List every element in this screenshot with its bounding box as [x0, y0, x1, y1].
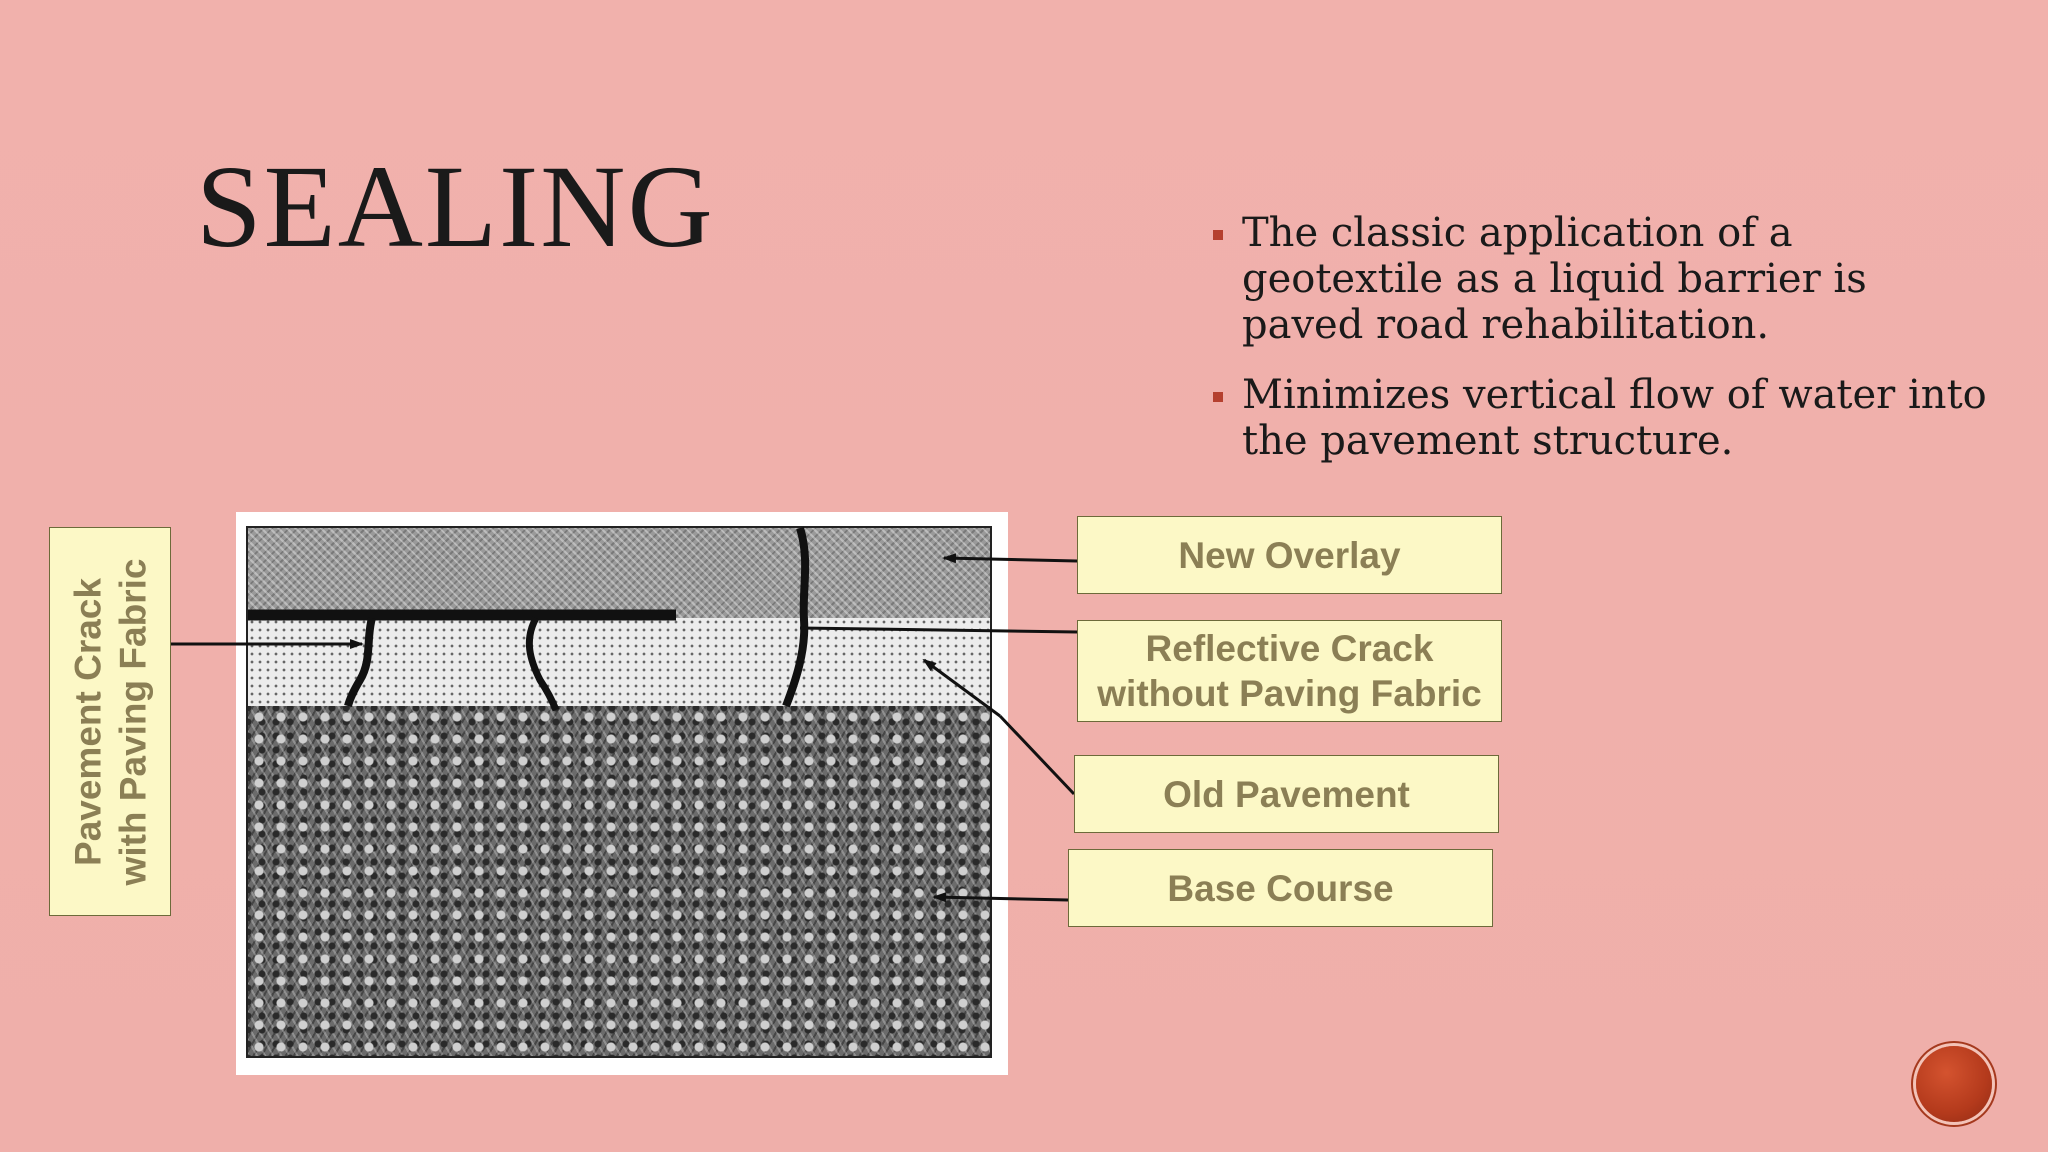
- crack-middle: [525, 616, 560, 712]
- label-text: New Overlay: [1178, 534, 1401, 576]
- crack-reflective: [782, 526, 810, 708]
- square-bullet-icon: [1213, 392, 1223, 402]
- label-text: Reflective Crack without Paving Fabric: [1097, 626, 1481, 716]
- bullet-text: The classic application of a geotextile …: [1242, 210, 1867, 348]
- base-course-layer: [248, 706, 990, 1056]
- label-line: without Paving Fabric: [1097, 673, 1482, 714]
- label-new-overlay: New Overlay: [1077, 516, 1502, 594]
- new-overlay-arrow: [942, 553, 1078, 564]
- base-course-arrow: [932, 892, 1069, 903]
- label-text: Pavement Crack with Paving Fabric: [65, 558, 155, 885]
- label-line: Reflective Crack: [1145, 628, 1434, 669]
- crack-left: [344, 616, 376, 708]
- label-text: Base Course: [1167, 867, 1394, 909]
- bullet-item: The classic application of a geotextile …: [1210, 210, 1990, 348]
- bullet-list: The classic application of a geotextile …: [1210, 210, 1990, 488]
- label-pavement-crack: Pavement Crack with Paving Fabric: [49, 527, 171, 916]
- label-line: with Paving Fabric: [112, 558, 153, 885]
- circle-nav-icon[interactable]: [1916, 1046, 1992, 1122]
- old-pavement-layer: [248, 618, 990, 706]
- new-overlay-layer: [248, 528, 990, 618]
- bullet-text: Minimizes vertical flow of water into th…: [1242, 372, 1987, 464]
- slide-title: SEALING: [196, 141, 715, 272]
- old-pavement-arrow-tip: [922, 658, 1001, 718]
- label-base-course: Base Course: [1068, 849, 1493, 927]
- label-line: Pavement Crack: [67, 577, 108, 866]
- label-reflective-crack: Reflective Crack without Paving Fabric: [1077, 620, 1502, 722]
- reflective-crack-arrow: [799, 626, 1078, 634]
- old-pavement-arrow: [998, 714, 1076, 796]
- square-bullet-icon: [1213, 230, 1223, 240]
- label-text: Old Pavement: [1163, 773, 1410, 815]
- label-old-pavement: Old Pavement: [1074, 755, 1499, 833]
- bullet-item: Minimizes vertical flow of water into th…: [1210, 372, 1990, 464]
